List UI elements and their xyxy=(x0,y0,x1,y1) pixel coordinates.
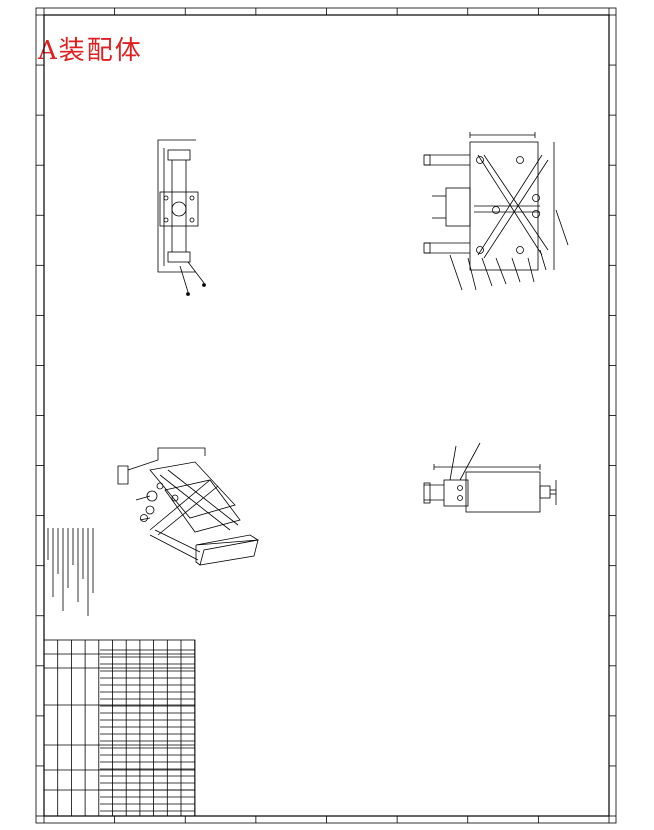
technical-notes xyxy=(47,528,94,616)
front-view xyxy=(423,132,569,291)
border-ticks xyxy=(36,8,616,823)
title-block xyxy=(43,639,196,817)
title-label: A装配体 xyxy=(38,36,143,66)
isometric-view xyxy=(117,447,260,566)
side-view xyxy=(157,139,206,296)
top-view xyxy=(423,442,557,513)
outer-border xyxy=(35,7,617,824)
